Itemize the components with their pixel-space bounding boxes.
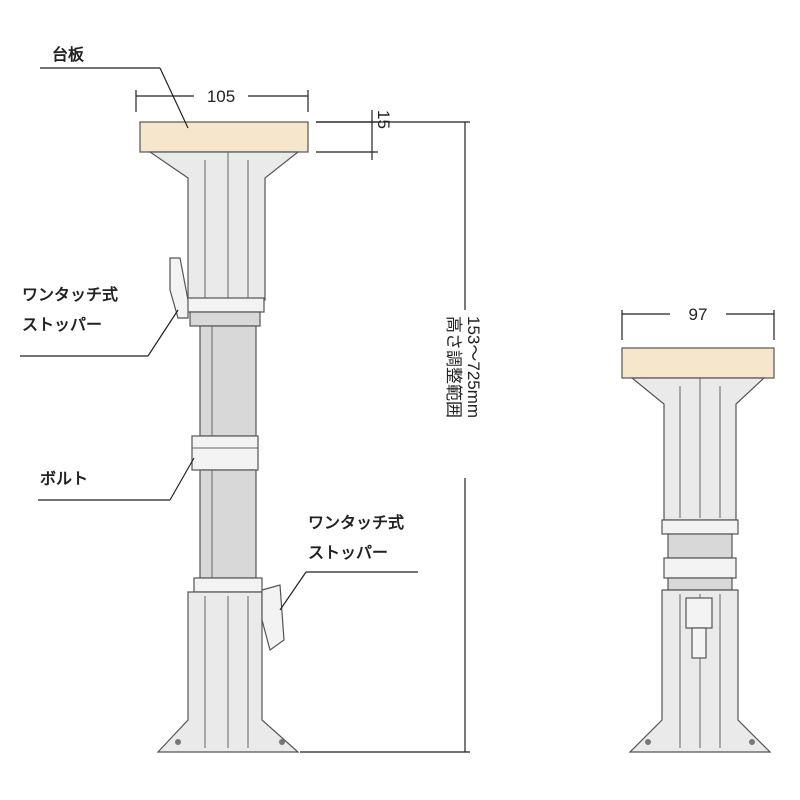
label-lower-stopper: ワンタッチ式 ストッパー: [279, 513, 418, 611]
left-support: [139, 121, 309, 753]
dim-15-text: 15: [374, 110, 393, 129]
label-bolt: ボルト: [38, 457, 195, 501]
lower-stopper-line2: ストッパー: [308, 544, 388, 562]
base-plate-text: 台板: [52, 45, 85, 64]
label-base-plate: 台板: [40, 45, 189, 129]
bolt-text: ボルト: [40, 470, 88, 488]
left-top-plate: [139, 121, 309, 153]
left-lower-collar: [193, 577, 263, 593]
height-range-value: 153～725mm: [464, 316, 483, 418]
left-inner-shaft-lower: [199, 469, 257, 579]
right-support: [621, 347, 775, 753]
dim-15: 15: [316, 110, 393, 160]
dim-97: 97: [621, 305, 775, 340]
dim-97-text: 97: [689, 305, 708, 324]
left-top-bracket: [148, 151, 300, 301]
right-bolt-collar: [663, 557, 737, 579]
right-top-plate: [621, 347, 775, 379]
right-stopper-lever: [685, 597, 713, 629]
height-range-label: 高さ調整範囲: [444, 316, 463, 418]
left-bolt-collar: [191, 435, 259, 471]
left-lower-stopper-lever: [261, 584, 285, 651]
label-upper-stopper: ワンタッチ式 ストッパー: [20, 285, 179, 357]
left-upper-stopper-lever: [169, 257, 189, 319]
dim-105-text: 105: [207, 87, 235, 106]
right-top-bracket: [630, 377, 766, 521]
upper-stopper-line2: ストッパー: [22, 316, 102, 334]
left-inner-shaft-upper: [199, 325, 257, 437]
right-inner-shaft: [667, 533, 733, 559]
dim-105: 105: [135, 87, 309, 112]
dim-height-range: 高さ調整範囲 153～725mm: [300, 121, 483, 753]
left-upper-collar: [185, 297, 265, 313]
lower-stopper-line1: ワンタッチ式: [308, 513, 404, 532]
upper-stopper-line1: ワンタッチ式: [22, 285, 118, 304]
